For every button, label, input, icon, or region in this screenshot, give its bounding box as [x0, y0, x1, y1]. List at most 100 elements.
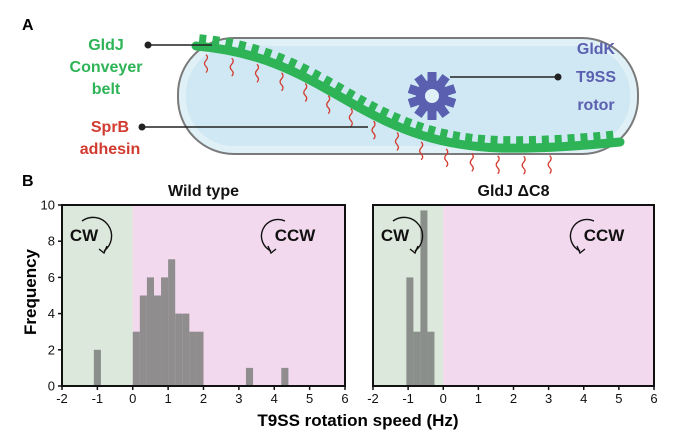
panel-b-label: B — [22, 173, 34, 190]
gldk-callout-dot — [554, 73, 562, 81]
x-tick-label: 5 — [306, 391, 313, 406]
sprb-squiggle — [419, 141, 424, 161]
histogram-bar — [420, 210, 428, 386]
belt-tooth — [322, 75, 334, 87]
gldj-label: GldJ Conveyer belt — [70, 37, 143, 98]
belt-tooth — [211, 35, 221, 46]
gldk-label: GldK T9SS rotor — [576, 41, 616, 114]
histogram-bar — [281, 367, 289, 386]
belt-tooth — [477, 134, 486, 145]
histogram-bar — [413, 331, 421, 386]
sprb-squiggle — [521, 155, 526, 175]
sprb-label: SprB adhesin — [80, 119, 140, 158]
x-tick-label: 4 — [580, 391, 587, 406]
panel-a-label: A — [22, 17, 34, 34]
belt-tooth — [356, 94, 368, 107]
chart-title: Wild type — [168, 183, 239, 200]
belt-tooth — [528, 135, 537, 146]
sprb-squiggle — [303, 82, 308, 102]
histogram-bar — [427, 331, 435, 386]
gldj-label-line3: belt — [92, 81, 121, 98]
gldj-label-line2: Conveyer — [70, 59, 143, 76]
belt-tooth — [427, 125, 437, 136]
cw-label: CW — [381, 226, 410, 245]
sprb-squiggle — [469, 152, 474, 172]
belt-tooth — [237, 40, 247, 51]
belt-tooth — [605, 130, 614, 141]
belt-tooth — [333, 81, 345, 94]
sprb-squiggle — [371, 120, 376, 140]
x-tick-label: -1 — [92, 391, 104, 406]
belt-tooth — [345, 88, 356, 100]
belt-tooth — [580, 132, 588, 143]
cw-label: CW — [70, 226, 99, 245]
histogram-bar — [352, 368, 359, 386]
x-tick-label: 1 — [165, 391, 172, 406]
y-tick-label: 0 — [48, 379, 55, 394]
histogram-bar — [139, 295, 147, 386]
gldk-label-line3: rotor — [577, 97, 614, 114]
x-tick-label: 6 — [341, 391, 348, 406]
x-axis-label: T9SS rotation speed (Hz) — [257, 411, 458, 430]
gldk-label-line1: GldK — [577, 41, 616, 58]
belt-tooth — [439, 128, 449, 139]
ccw-label: CCW — [584, 226, 626, 245]
sprb-squiggle — [547, 155, 552, 175]
x-tick-label: 3 — [545, 391, 552, 406]
gldk-gear-icon — [407, 72, 457, 120]
gldk-label-line2: T9SS — [576, 69, 616, 86]
bars — [406, 210, 435, 386]
histogram-bar — [182, 313, 190, 386]
ccw-label: CCW — [275, 226, 317, 245]
belt-tooth — [541, 135, 550, 145]
belt-tooth — [287, 57, 298, 69]
belt-tooth — [390, 112, 401, 124]
sprb-squiggle — [279, 72, 284, 92]
sprb-squiggle — [444, 148, 449, 168]
y-tick-label: 6 — [48, 270, 55, 285]
belt-tooth — [567, 133, 575, 144]
x-tick-label: -2 — [367, 391, 379, 406]
chart-title: GldJ ΔC8 — [478, 183, 550, 200]
gear-tooth — [427, 110, 437, 120]
belt-tooth — [198, 34, 207, 44]
belt-tooth — [516, 136, 524, 146]
y-tick-label: 2 — [48, 342, 55, 357]
sprb-label-line1: SprB — [91, 119, 129, 136]
gear-tooth — [427, 72, 437, 82]
gldj-callout-dot — [144, 41, 152, 49]
belt-tooth — [464, 133, 473, 143]
sprb-squiggle — [229, 57, 234, 77]
histogram-bar — [132, 331, 140, 386]
histogram-bar — [175, 313, 183, 386]
x-tick-label: 5 — [615, 391, 622, 406]
sprb-squiggle — [326, 95, 331, 115]
histogram-bar — [168, 259, 176, 386]
sprb-adhesin-squiggles — [203, 54, 552, 175]
sprb-label-line2: adhesin — [80, 141, 140, 158]
histogram-bar — [406, 277, 414, 386]
x-tick-label: 3 — [235, 391, 242, 406]
x-tick-label: -1 — [402, 391, 414, 406]
y-tick-label: 8 — [48, 234, 55, 249]
histogram-bar — [189, 331, 197, 386]
x-tick-label: 0 — [440, 391, 447, 406]
sprb-squiggle — [254, 63, 260, 83]
y-axis-label: Frequency — [21, 248, 40, 335]
cw-arrow-icon — [392, 216, 424, 252]
x-tick-label: 4 — [271, 391, 278, 406]
histogram-bar — [359, 368, 366, 386]
gldj-belt-path — [191, 41, 625, 153]
ccw-region — [443, 205, 654, 386]
gldj-belt-teeth — [198, 34, 614, 146]
belt-tooth — [275, 52, 286, 64]
x-tick-label: -2 — [56, 391, 68, 406]
sprb-squiggle — [394, 131, 400, 151]
x-tick-label: 0 — [129, 391, 136, 406]
ccw-arrow-icon — [569, 218, 595, 252]
belt-tooth — [402, 116, 413, 128]
belt-tooth — [414, 121, 425, 133]
histogram-bar — [161, 277, 169, 386]
